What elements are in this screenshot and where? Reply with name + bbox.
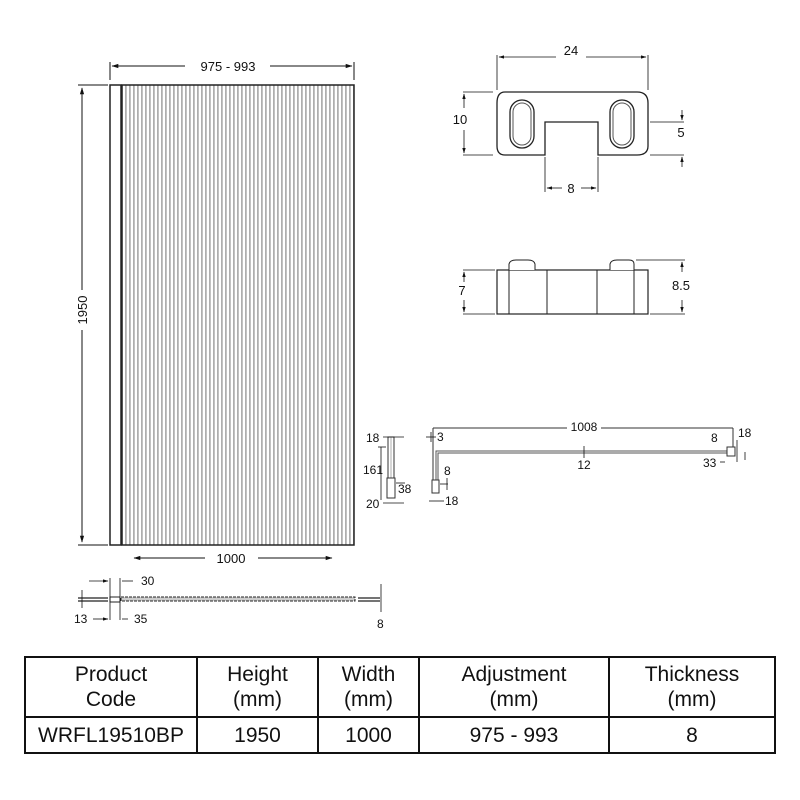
dim-profile-foot: 38 <box>398 482 412 496</box>
dim-width: 1000 <box>217 551 246 566</box>
cell-product-code: WRFL19510BP <box>24 716 198 754</box>
bracket-top-view: 24 10 5 8 <box>453 43 685 196</box>
plan-view: 30 13 35 8 <box>74 574 384 631</box>
profile-detail: 18 161 38 20 <box>363 431 412 511</box>
dim-adjustment: 975 - 993 <box>201 59 256 74</box>
dim-height: 1950 <box>75 296 90 325</box>
dim-arm-end-b: 18 <box>738 426 752 440</box>
support-arm: 3 1008 12 8 18 33 8 18 <box>426 420 752 508</box>
cell-height: 1950 <box>196 716 319 754</box>
dim-plan-channel: 35 <box>134 612 148 626</box>
dim-arm-diameter: 12 <box>577 458 591 472</box>
dim-arm-offset: 3 <box>437 430 444 444</box>
dim-arm-clamp-b: 18 <box>445 494 459 508</box>
dim-arm-length: 1008 <box>571 420 598 434</box>
dim-bracket-height: 10 <box>453 112 467 127</box>
header-thickness: Thickness(mm) <box>608 656 776 718</box>
table-row: WRFL19510BP 1950 1000 975 - 993 8 <box>24 716 776 754</box>
technical-drawing: 975 - 993 1950 1000 30 13 35 8 <box>74 43 752 631</box>
header-height: Height(mm) <box>196 656 319 718</box>
cell-thickness: 8 <box>608 716 776 754</box>
dim-plan-left-gap: 13 <box>74 612 88 626</box>
dim-profile-base: 20 <box>366 497 380 511</box>
cell-width: 1000 <box>317 716 420 754</box>
dim-plan-thickness: 8 <box>377 617 384 631</box>
header-adjustment: Adjustment(mm) <box>418 656 610 718</box>
dim-profile-length: 161 <box>363 463 383 477</box>
panel-elevation: 975 - 993 1950 1000 <box>75 59 355 566</box>
dim-profile-top: 18 <box>366 431 380 445</box>
dim-arm-end-a: 8 <box>711 431 718 445</box>
wall-profile <box>109 84 122 546</box>
dim-bracket-slot-width: 8 <box>567 181 574 196</box>
bracket-side-view: 7 8.5 <box>458 259 690 315</box>
header-width: Width(mm) <box>317 656 420 718</box>
dim-bracket-body-height: 7 <box>458 283 465 298</box>
dim-bracket-width: 24 <box>564 43 578 58</box>
dim-bracket-total-height: 8.5 <box>672 278 690 293</box>
cell-adjustment: 975 - 993 <box>418 716 610 754</box>
dim-bracket-slot-depth: 5 <box>677 125 684 140</box>
fluted-glass <box>121 84 355 546</box>
dim-arm-clamp-a: 8 <box>444 464 451 478</box>
dim-plan-profile-width: 30 <box>141 574 155 588</box>
dim-arm-end-c: 33 <box>703 456 717 470</box>
